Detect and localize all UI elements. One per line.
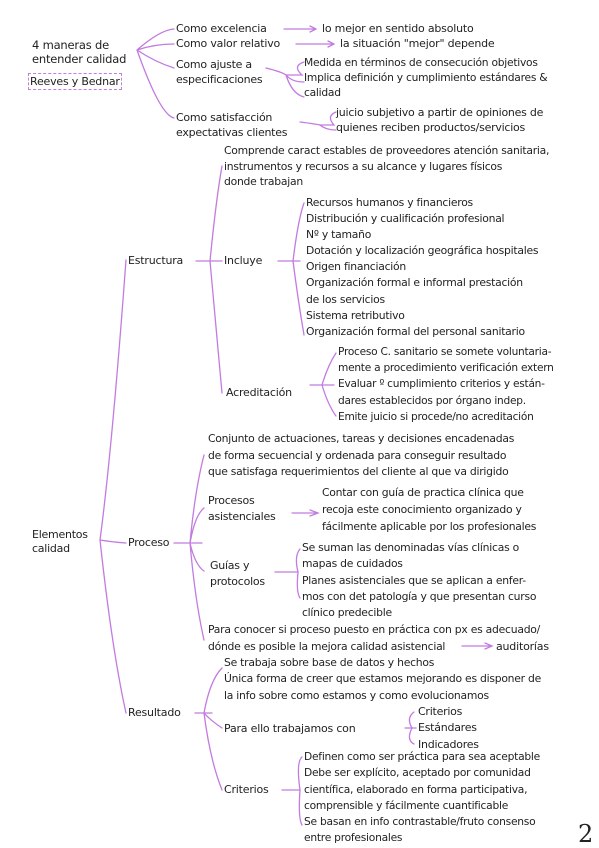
trabajamos-list: Criterios Estándares Indicadores: [418, 705, 479, 751]
root-label: Elementos calidad: [32, 528, 88, 555]
acreditacion-list: Proceso C. sanitario se somete voluntari…: [338, 346, 554, 423]
incluye-list: Recursos humanos y financieros Distribuc…: [306, 196, 539, 338]
trabajamos-label: Para ello trabajamos con: [224, 722, 356, 735]
estructura-definition: Comprende caract estables de proveedores…: [224, 144, 550, 188]
item-label: Como valor relativo: [176, 37, 281, 50]
evaluacion-text: Para conocer si proceso puesto en prácti…: [208, 623, 541, 653]
section1-title: 4 maneras de entender calidad: [32, 38, 127, 66]
resultado-definition: Se trabaja sobre base de datos y hechos …: [224, 656, 542, 702]
criterios-list: Definen como ser práctica para sea acept…: [304, 750, 540, 845]
page-number: 2: [578, 820, 594, 848]
item-desc: la situación "mejor" depende: [340, 37, 495, 50]
guias-label: Guías y protocolos: [210, 559, 265, 588]
auditorias-label: auditorías: [496, 640, 549, 653]
procesos-asistenciales-label: Procesos asistenciales: [208, 494, 276, 523]
guias-desc: Se suman las denominadas vías clínicas o…: [302, 541, 537, 620]
item-label: Como excelencia: [176, 22, 267, 35]
procesos-asistenciales-desc: Contar con guía de practica clínica que …: [322, 486, 537, 533]
incluye-label: Incluye: [224, 254, 263, 267]
estructura-label: Estructura: [128, 254, 184, 267]
item-desc: Medida en términos de consecución objeti…: [304, 56, 548, 99]
author-highlight: Reeves y Bednar: [28, 73, 122, 90]
item-desc: juicio subjetivo a partir de opiniones d…: [336, 106, 544, 134]
criterios-label: Criterios: [224, 783, 269, 796]
item-desc: lo mejor en sentido absoluto: [322, 22, 474, 35]
item-label: Como satisfacción expectativas clientes: [176, 111, 288, 139]
resultado-label: Resultado: [128, 706, 181, 719]
item-label: Como ajuste a especificaciones: [176, 58, 263, 86]
acreditacion-label: Acreditación: [226, 386, 292, 399]
proceso-definition: Conjunto de actuaciones, tareas y decisi…: [208, 432, 515, 479]
proceso-label: Proceso: [128, 536, 170, 549]
